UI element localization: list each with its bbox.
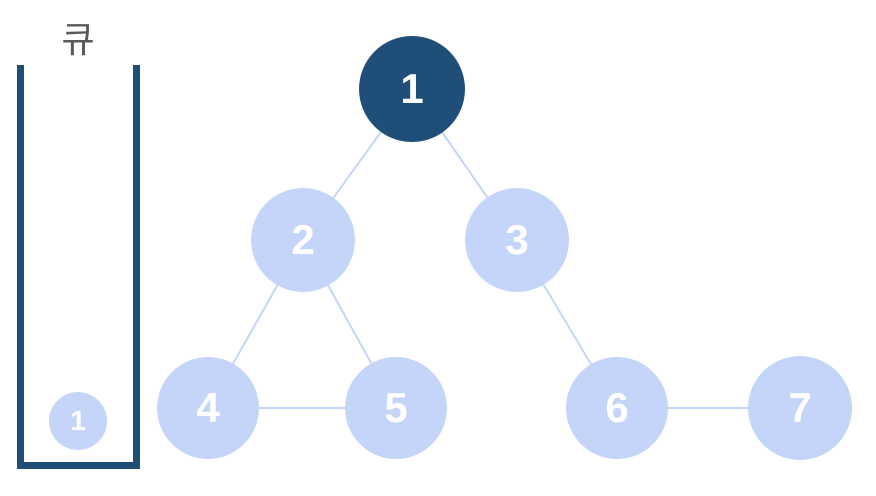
graph-node-2[interactable]: 2 [251, 188, 355, 292]
graph-node-label: 1 [400, 65, 424, 112]
graph-node-label: 6 [605, 384, 629, 431]
graph-node-6[interactable]: 6 [566, 357, 668, 459]
graph-edge [326, 282, 374, 367]
graph-node-label: 5 [384, 384, 408, 431]
graph-node-label: 2 [291, 216, 315, 263]
graph-node-label: 7 [788, 384, 812, 431]
graph-edge [541, 281, 593, 367]
graph-node-label: 3 [505, 216, 529, 263]
graph-edge [331, 129, 384, 201]
graph-node-1[interactable]: 1 [359, 36, 465, 142]
queue-panel: 큐 1 [0, 0, 156, 496]
graph-node-3[interactable]: 3 [465, 188, 569, 292]
graph-edge [231, 282, 280, 367]
queue-container [17, 65, 140, 469]
graph-node-5[interactable]: 5 [345, 357, 447, 459]
queue-item[interactable]: 1 [49, 392, 107, 450]
graph-node-4[interactable]: 4 [157, 357, 259, 459]
graph-node-label: 4 [196, 384, 220, 431]
graph-node-7[interactable]: 7 [748, 356, 852, 460]
graph-edge [440, 129, 490, 200]
queue-label: 큐 [61, 19, 95, 60]
